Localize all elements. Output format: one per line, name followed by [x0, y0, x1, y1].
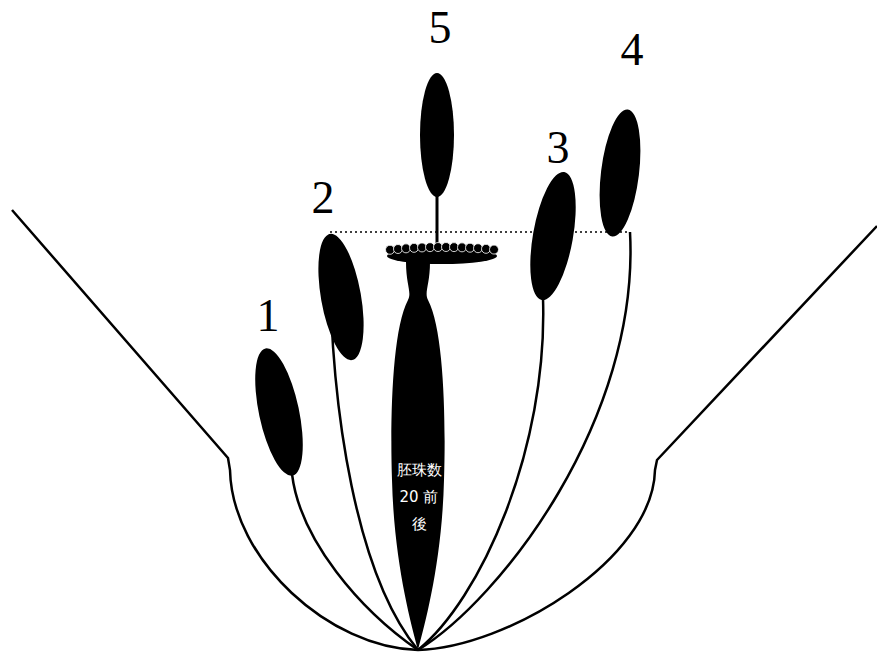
receptacle-cup: [12, 210, 877, 650]
ovary: [391, 262, 444, 650]
callout-number: 5: [429, 5, 452, 51]
ovule-count-text: 胚珠数 20 前後: [393, 457, 445, 538]
pistil: 胚珠数 20 前後: [380, 240, 505, 652]
style-line: [436, 192, 439, 250]
callout-number: 3: [547, 125, 570, 171]
anther: [420, 73, 454, 197]
stigma-papilla: [490, 245, 499, 254]
callout-number: 1: [257, 293, 280, 339]
dotted-level-line: [330, 231, 630, 233]
callout-number: 4: [621, 27, 644, 73]
anther: [593, 107, 646, 239]
callout-number: 2: [312, 175, 335, 221]
anther: [246, 344, 312, 479]
pistil-shape: [380, 240, 505, 652]
filament: [418, 232, 631, 650]
stigma-papilla: [482, 244, 491, 253]
anther: [310, 230, 372, 363]
stigma-papilla: [386, 245, 395, 254]
anther: [522, 169, 584, 304]
